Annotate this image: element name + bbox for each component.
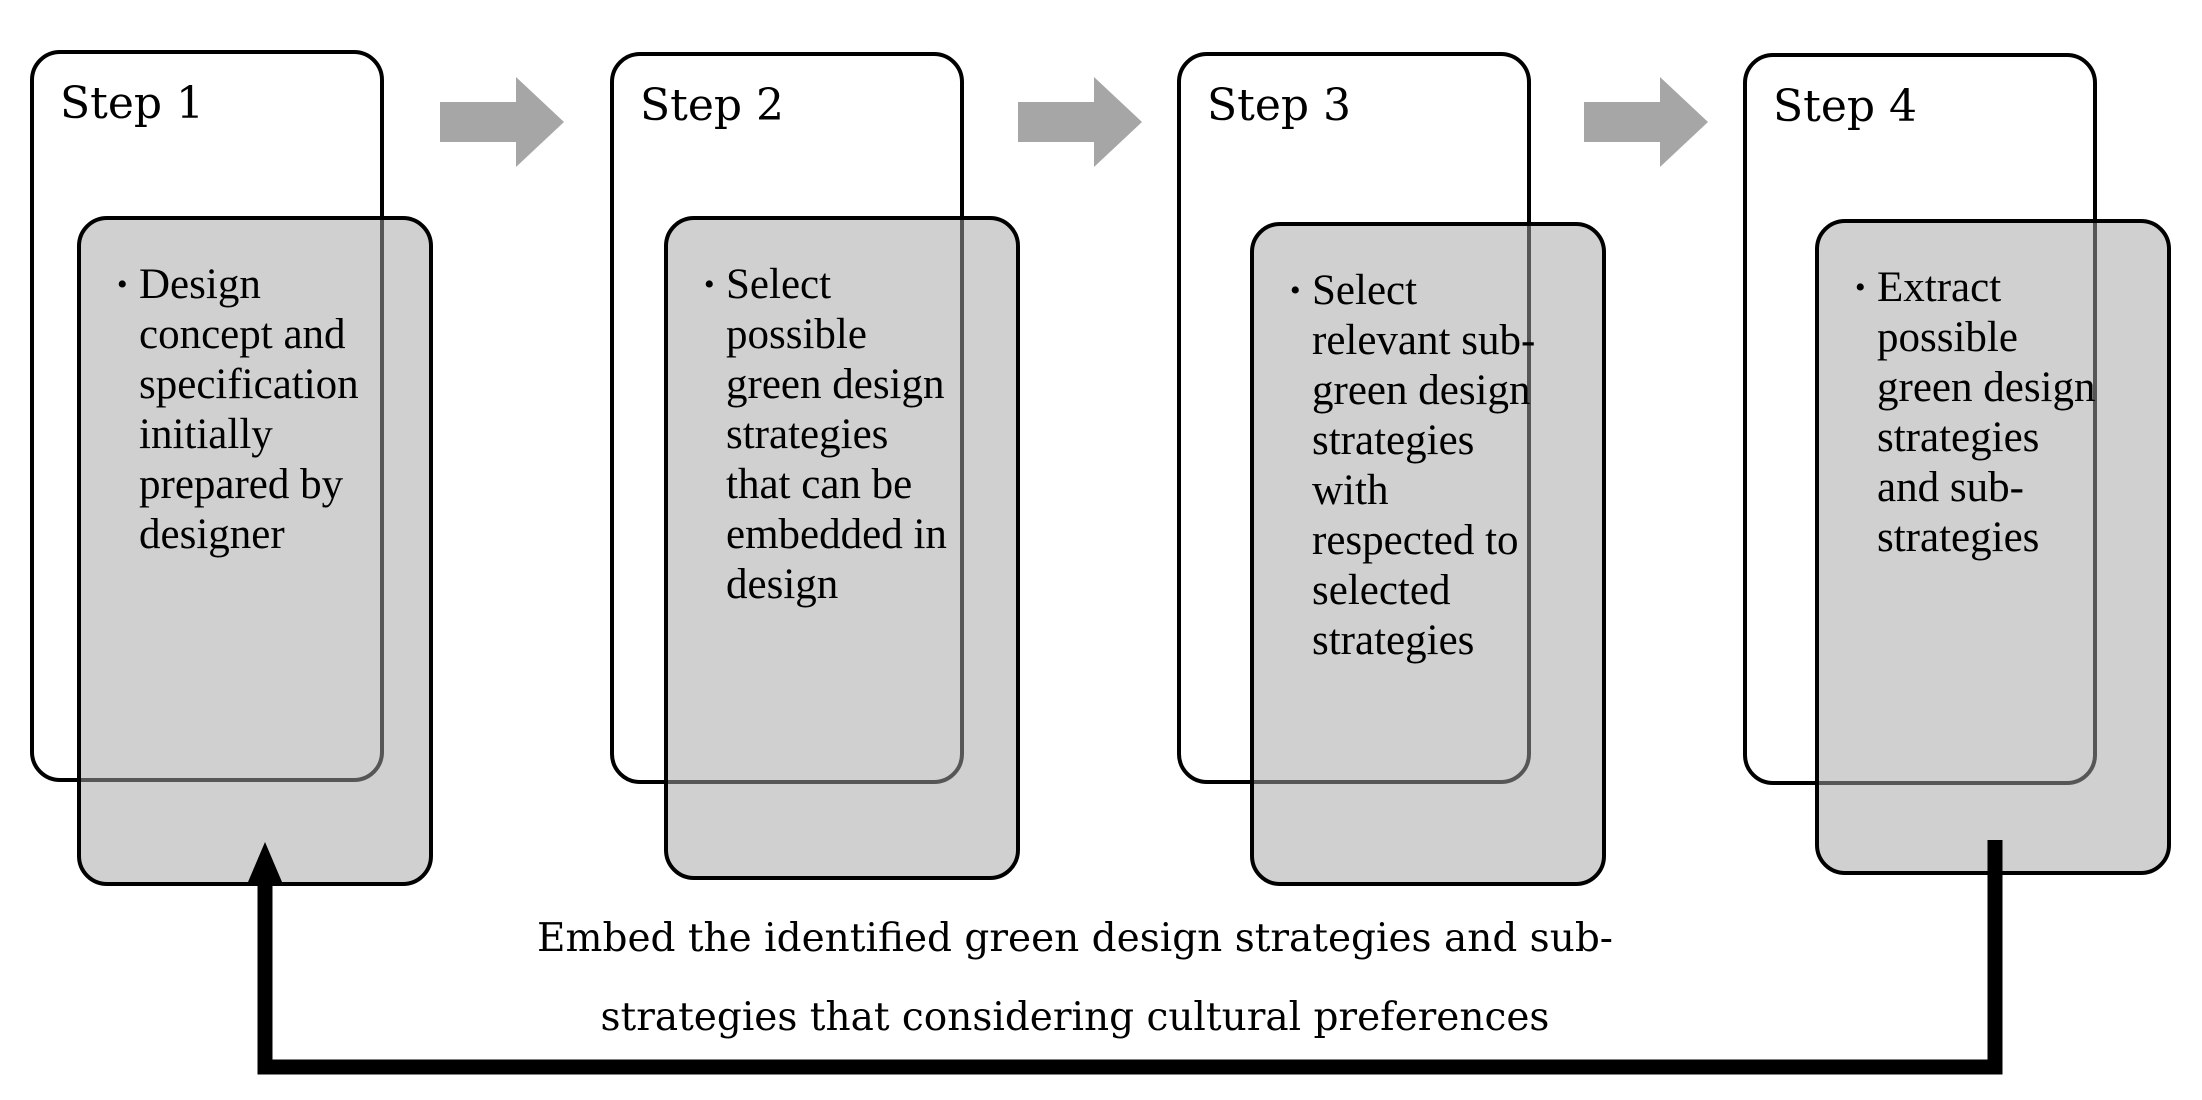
bullet-icon: •	[704, 268, 715, 301]
step-4-description-card: • Extract possible green design strategi…	[1815, 219, 2171, 875]
step-1-bullet: • Design concept and specification initi…	[117, 260, 359, 560]
step-3-bullet: • Select relevant sub- green design stra…	[1290, 266, 1535, 666]
step-4-bullet: • Extract possible green design strategi…	[1855, 263, 2096, 563]
step-4-description: Extract possible green design strategies…	[1877, 264, 2096, 561]
up-arrow-head-icon	[248, 842, 282, 882]
step-3-title: Step 3	[1207, 80, 1352, 131]
feedback-label-line-1: Embed the identified green design strate…	[537, 916, 1613, 961]
step-3-description: Select relevant sub- green design strate…	[1312, 267, 1536, 664]
step-1-description-card: • Design concept and specification initi…	[77, 216, 433, 886]
feedback-label-line-2: strategies that considering cultural pre…	[600, 995, 1550, 1040]
step-2-description: Select possible green design strategies …	[726, 261, 947, 608]
bullet-icon: •	[1290, 274, 1301, 307]
bullet-icon: •	[1855, 271, 1866, 304]
step-4-title: Step 4	[1773, 81, 1918, 132]
feedback-loop-line	[257, 840, 2003, 1075]
step-1-title: Step 1	[60, 78, 205, 129]
step-2-bullet: • Select possible green design strategie…	[704, 260, 947, 610]
step-1-description: Design concept and specification initial…	[139, 261, 359, 558]
right-arrow-icon	[1584, 77, 1708, 167]
step-2-title: Step 2	[640, 80, 785, 131]
step-3-description-card: • Select relevant sub- green design stra…	[1250, 222, 1606, 886]
right-arrow-icon	[440, 77, 564, 167]
right-arrow-icon	[1018, 77, 1142, 167]
bullet-icon: •	[117, 268, 128, 301]
step-2-description-card: • Select possible green design strategie…	[664, 216, 1020, 880]
